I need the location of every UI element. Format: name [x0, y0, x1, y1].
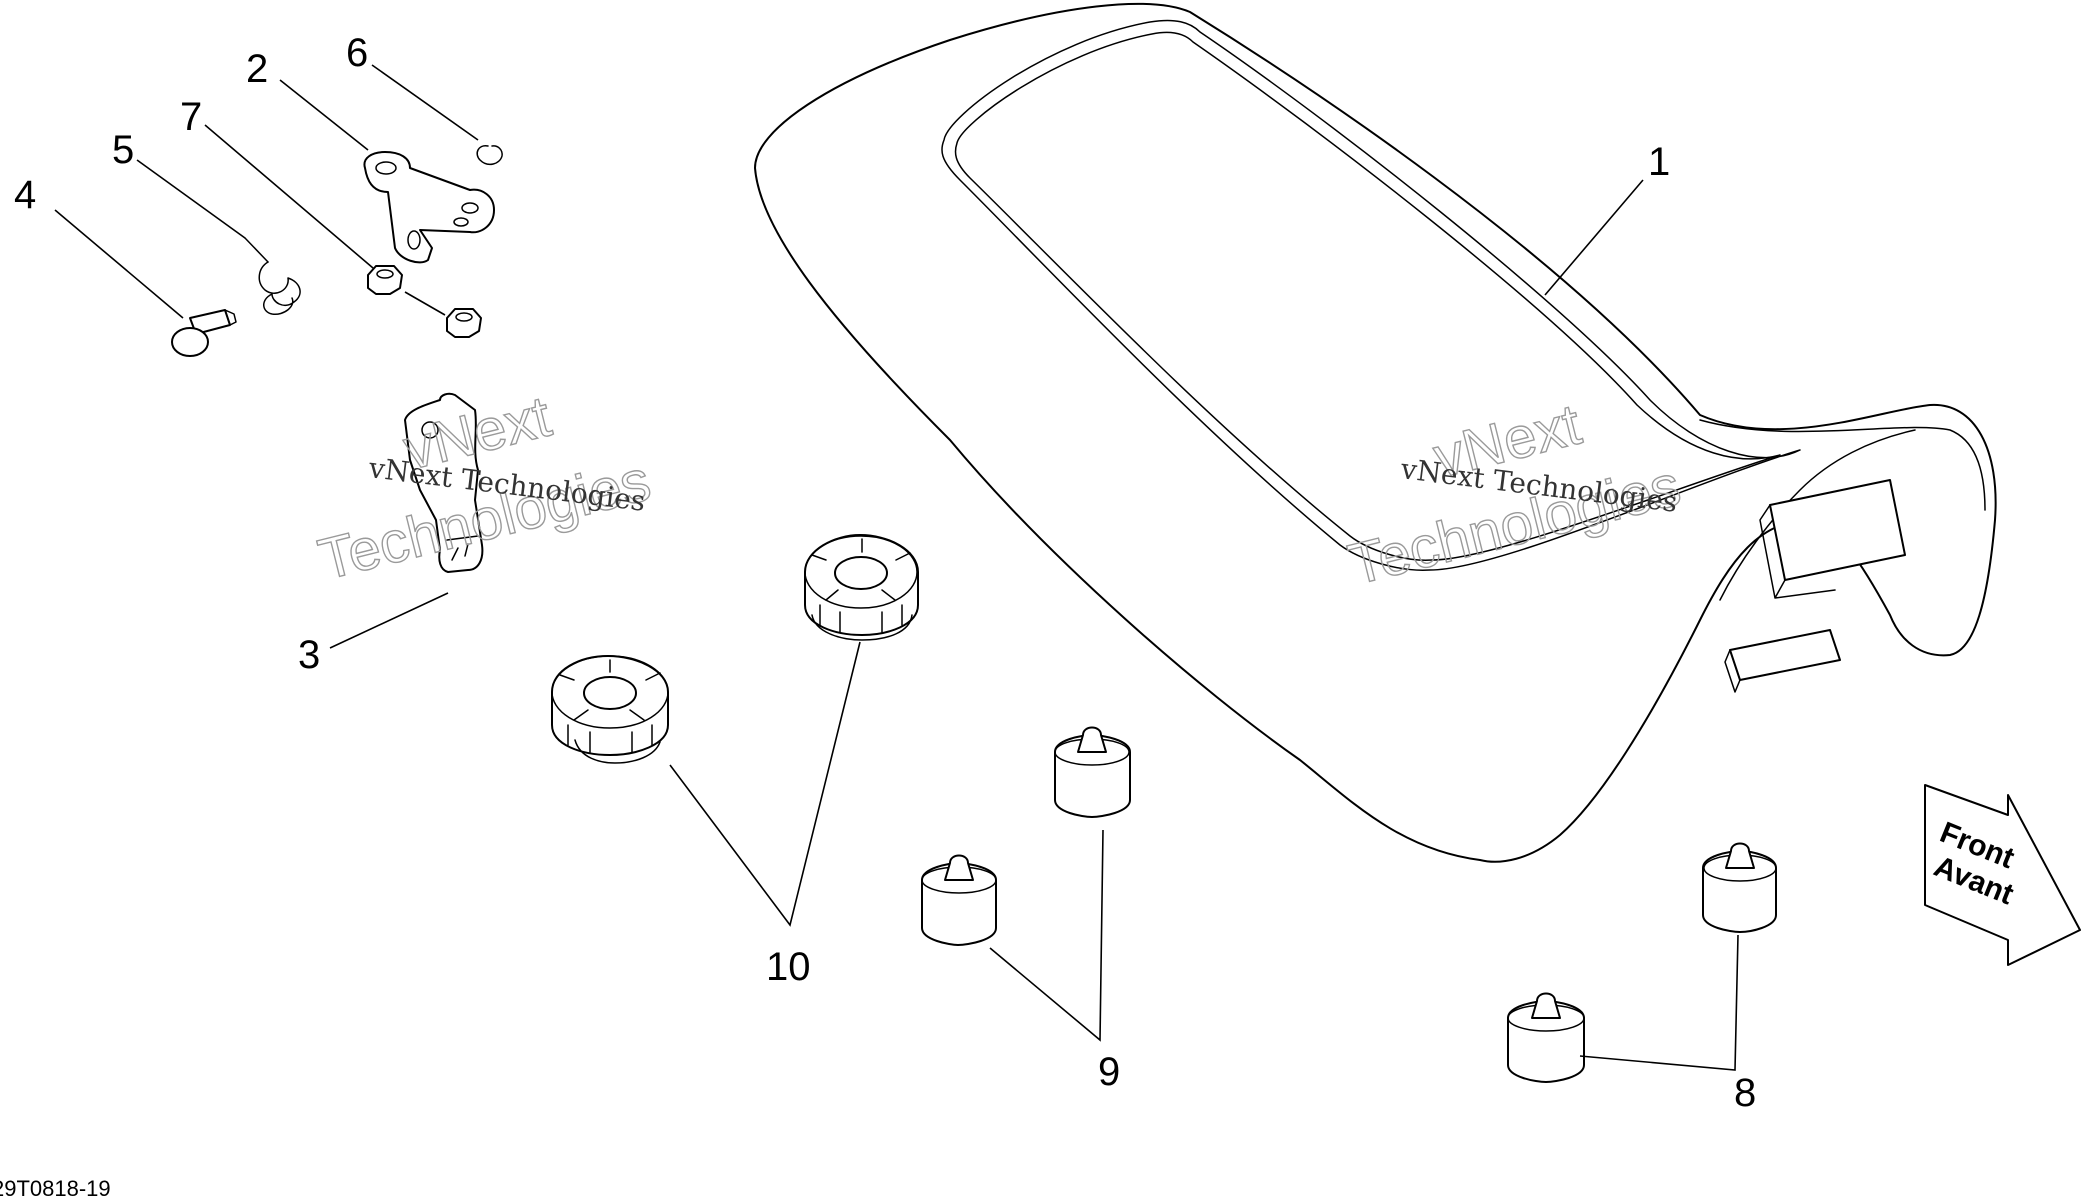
latch-bracket	[363, 151, 495, 264]
leader-7	[204, 124, 446, 316]
callout-5: 5	[112, 128, 134, 172]
seat-top-panel-inner	[954, 31, 1781, 561]
callout-1: 1	[1648, 140, 1670, 184]
callout-2: 2	[246, 47, 268, 91]
callout-8: 8	[1734, 1071, 1756, 1115]
grommet-lower-bore	[583, 676, 637, 710]
circlip	[476, 145, 503, 166]
pin-head	[171, 327, 209, 357]
figure-code: 29T0818-19	[0, 1176, 111, 1198]
seat-rear-edge	[1699, 419, 1986, 511]
bumper-part-8a	[1702, 842, 1777, 933]
bracket-hole-2	[461, 202, 479, 214]
grommet-lower-top	[551, 655, 669, 729]
bumper-part-8b	[1507, 934, 1739, 1083]
bumper-9a-nub	[1077, 726, 1107, 753]
callout-6: 6	[346, 31, 368, 75]
nut-upper-bore	[376, 269, 394, 279]
seat-latch-plate-edge	[1724, 649, 1741, 693]
callout-3: 3	[298, 633, 320, 677]
leader-5	[136, 159, 246, 239]
callout-4: 4	[14, 173, 36, 217]
leader-1	[1544, 179, 1644, 296]
callout-7: 7	[180, 95, 202, 139]
seat-latch-plate	[1729, 629, 1841, 681]
seat-latch-block	[1769, 479, 1906, 581]
lever-pivot-hole	[421, 421, 439, 439]
nut-lower-bore	[455, 312, 473, 322]
front-arrow-shape	[1924, 784, 2081, 966]
grommet-upper-slots	[811, 538, 911, 633]
nut-part	[204, 124, 482, 338]
leader-10	[669, 641, 861, 927]
leader-3	[329, 592, 449, 649]
leader-8	[1579, 934, 1739, 1071]
seat-part	[754, 2, 1997, 863]
bumper-9b-nub	[944, 854, 974, 881]
bumper-8b-nub	[1531, 992, 1561, 1019]
spring-tail	[244, 237, 269, 263]
seat-latch-block-side	[1759, 504, 1836, 599]
latch-lever-body	[404, 392, 484, 573]
pin-part	[54, 209, 237, 357]
leader-6	[371, 64, 479, 141]
grommet-part-upper	[804, 534, 919, 641]
grommet-lower-slots	[559, 659, 661, 753]
bumper-part-9a	[1054, 726, 1131, 818]
bracket-hole-3	[453, 217, 469, 227]
grommet-upper-foot	[811, 614, 913, 641]
front-direction-arrow: Front Avant	[1924, 784, 2081, 966]
bumper-part-9b	[921, 829, 1104, 1042]
grommet-lower-foot	[574, 739, 661, 764]
spring-part	[136, 159, 301, 315]
circlip-part	[371, 64, 503, 166]
bumper-8a-nub	[1725, 842, 1755, 869]
seat-top-panel-outer	[941, 19, 1801, 571]
leader-4	[54, 209, 184, 319]
watermark-left: vNext Technologies vNext Technologies	[312, 383, 658, 593]
latch-bracket-part	[279, 79, 495, 264]
grommet-upper-top	[804, 535, 918, 609]
seat-outer-shell	[754, 2, 1997, 863]
leader-2	[279, 79, 369, 151]
grommet-upper-bore	[834, 556, 888, 590]
bracket-hole-4	[407, 230, 421, 250]
latch-lever-part	[329, 392, 484, 649]
bracket-hole-1	[375, 161, 397, 175]
leader-9	[989, 829, 1104, 1042]
seat-underside-curve	[1719, 429, 1916, 601]
spring-coil	[258, 261, 301, 315]
callout-9: 9	[1098, 1050, 1120, 1094]
lever-detail	[446, 535, 479, 561]
callout-10: 10	[766, 945, 811, 989]
pin-tip	[224, 309, 237, 326]
grommet-part-lower	[551, 641, 861, 927]
